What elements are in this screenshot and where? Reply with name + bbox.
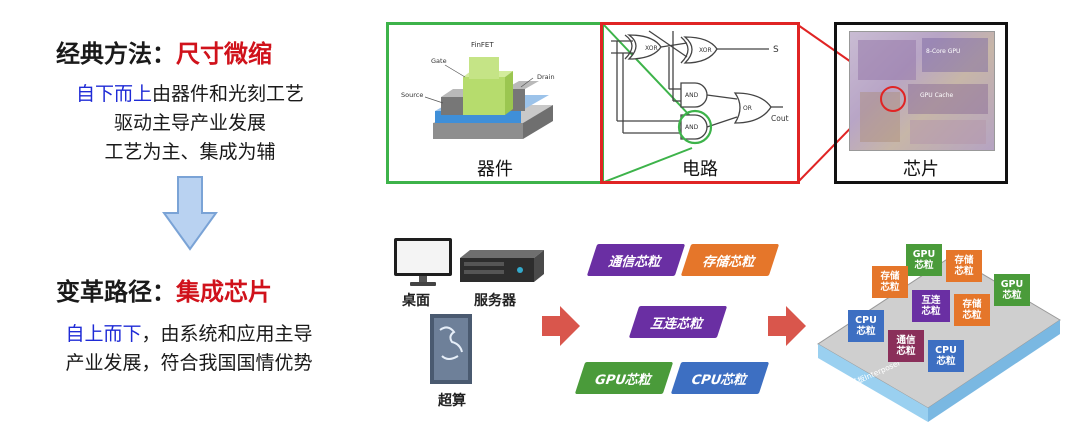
carry-output-label: Cout: [771, 114, 789, 123]
pkg-storage-chiplet-3: 存储 芯粒: [954, 294, 990, 326]
down-arrow-icon: [162, 176, 218, 251]
reform-path-title: 变革路径：集成芯片: [56, 272, 272, 307]
reform-line1: ，由系统和应用主导: [141, 323, 313, 345]
cpu-chiplet: CPU芯粒: [670, 362, 770, 394]
storage-chiplet: 存储芯粒: [680, 244, 780, 276]
pkg-cpu-chiplet-1: CPU 芯粒: [848, 310, 884, 342]
classic-description: 自下而上由器件和光刻工艺 驱动主导产业发展 工艺为主、集成为辅: [20, 80, 360, 167]
desktop-monitor-icon: [394, 238, 452, 286]
and2-label: AND: [685, 124, 699, 131]
xor1-label: XOR: [645, 45, 658, 52]
device-panel: FinFET Gate Drain Source 器件: [386, 22, 604, 184]
drain-label: Drain: [537, 73, 555, 81]
classic-title-highlight: 尺寸微缩: [176, 40, 272, 68]
pkg-gpu-chiplet-1: GPU 芯粒: [906, 244, 942, 276]
zoom-circle: [880, 86, 906, 112]
reform-top-down: 自上而下: [65, 323, 142, 345]
supercomputer-label: 超算: [438, 393, 466, 409]
reform-title-highlight: 集成芯片: [176, 278, 272, 306]
package-assembly: 硅基板Interposer GPU 芯粒 存储 芯粒 存储 芯粒 互连 芯粒 存…: [812, 232, 1068, 422]
gate-label: Gate: [431, 57, 447, 65]
reform-description: 自上而下，由系统和应用主导 产业发展，符合我国国情优势: [14, 320, 364, 378]
pkg-storage-chiplet-2: 存储 芯粒: [872, 266, 908, 298]
interconnect-chiplet: 互连芯粒: [628, 306, 728, 338]
chip-label-b: GPU Cache: [920, 92, 954, 99]
classic-line3: 工艺为主、集成为辅: [104, 141, 276, 163]
supercomputer-icon: [430, 314, 472, 384]
classic-line1: 由器件和光刻工艺: [152, 83, 305, 105]
xor2-label: XOR: [699, 47, 712, 54]
chip-panel: 8-Core GPU GPU Cache 芯片: [834, 22, 1008, 184]
comm-chiplet: 通信芯粒: [586, 244, 686, 276]
pkg-comm-chiplet: 通信 芯粒: [888, 330, 924, 362]
pkg-cpu-chiplet-2: CPU 芯粒: [928, 340, 964, 372]
classic-method-title: 经典方法：尺寸微缩: [56, 34, 272, 69]
reform-title-prefix: 变革路径：: [56, 278, 176, 306]
gpu-chiplet: GPU芯粒: [574, 362, 674, 394]
circuit-caption: 电路: [682, 159, 718, 180]
or-label: OR: [743, 105, 752, 112]
chip-die-image: 8-Core GPU GPU Cache: [849, 31, 995, 151]
circuit-panel: XOR XOR AND AND OR S Cout 电路: [600, 22, 800, 184]
pkg-interconnect-chiplet: 互连 芯粒: [912, 290, 950, 322]
chip-label-a: 8-Core GPU: [926, 48, 961, 55]
desktop-label: 桌面: [402, 293, 430, 309]
chip-caption: 芯片: [903, 159, 939, 180]
classic-bottom-up: 自下而上: [75, 83, 152, 105]
arrow-right-icon-1: [542, 306, 580, 346]
source-label: Source: [401, 91, 423, 99]
pkg-storage-chiplet-1: 存储 芯粒: [946, 250, 982, 282]
finfet-title: FinFET: [471, 41, 494, 49]
server-icon: [460, 250, 544, 282]
sum-output-label: S: [773, 45, 779, 55]
finfet-diagram: FinFET Gate Drain Source: [401, 41, 555, 139]
device-caption: 器件: [477, 159, 513, 180]
adder-circuit-diagram: XOR XOR AND AND OR S Cout: [611, 30, 789, 145]
server-label: 服务器: [474, 293, 516, 309]
reform-line2: 产业发展，符合我国国情优势: [65, 352, 313, 374]
classic-title-prefix: 经典方法：: [56, 40, 176, 68]
and1-label: AND: [685, 92, 699, 99]
arrow-right-icon-2: [768, 306, 806, 346]
pkg-gpu-chiplet-2: GPU 芯粒: [994, 274, 1030, 306]
classic-line2: 驱动主导产业发展: [113, 112, 266, 134]
